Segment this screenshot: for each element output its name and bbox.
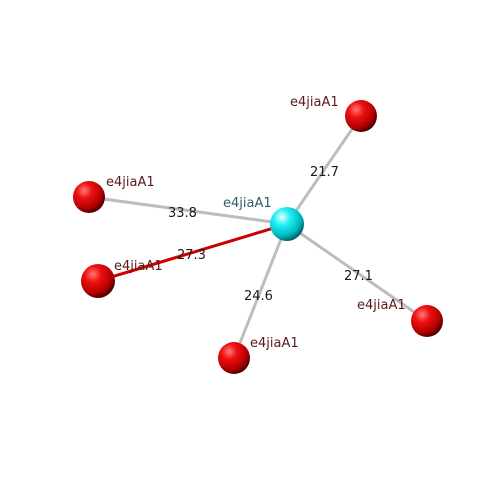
edge-0 <box>285 114 363 226</box>
edge-label-0: 21.7 <box>310 165 339 180</box>
neighbor-label-0: e4jiaA1 <box>290 95 339 110</box>
neighbor-label-4: e4jiaA1 <box>357 298 406 313</box>
neighbor-label-1: e4jiaA1 <box>106 175 155 190</box>
center-node[interactable] <box>270 207 304 241</box>
neighbor-node-2[interactable] <box>81 264 115 298</box>
neighbor-node-3[interactable] <box>218 342 250 374</box>
edge-label-4: 27.1 <box>344 269 373 284</box>
edge-4 <box>285 222 429 323</box>
edge-3 <box>232 222 289 360</box>
edge-labels: 21.7 33.8 27.3 24.6 27.1 <box>168 165 373 304</box>
edge-label-2: 27.3 <box>177 248 206 263</box>
edge-2 <box>96 222 289 283</box>
edge-label-1: 33.8 <box>168 206 197 221</box>
edge-label-3: 24.6 <box>244 289 273 304</box>
neighbor-label-3: e4jiaA1 <box>250 336 299 351</box>
edges <box>87 114 429 360</box>
center-node-label: e4jiaA1 <box>223 196 272 211</box>
neighbor-node-0[interactable] <box>345 100 377 132</box>
node-labels: e4jiaA1 e4jiaA1 e4jiaA1 e4jiaA1 e4jiaA1 … <box>106 95 406 351</box>
neighbor-node-1[interactable] <box>73 181 105 213</box>
neighbor-node-4[interactable] <box>411 305 443 337</box>
neighbor-label-2: e4jiaA1 <box>114 259 163 274</box>
edge-1 <box>87 195 289 226</box>
neighbor-nodes <box>73 100 443 374</box>
